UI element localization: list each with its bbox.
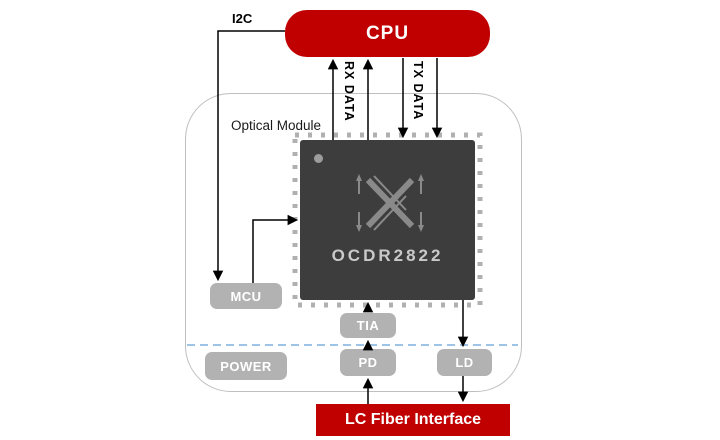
cpu-box: CPU <box>285 10 490 57</box>
power-label: POWER <box>220 358 272 374</box>
optical-module-container <box>185 93 522 392</box>
pd-box: PD <box>340 349 396 376</box>
mcu-box: MCU <box>210 283 282 309</box>
rx-data-label: RX DATA <box>342 61 356 122</box>
chip-logo-icon <box>356 174 424 232</box>
power-box: POWER <box>205 352 287 380</box>
ld-box: LD <box>437 349 492 376</box>
optical-module-label: Optical Module <box>231 118 322 133</box>
chip: OCDR2822 <box>300 140 475 300</box>
chip-pin1-dot <box>314 154 323 163</box>
pd-label: PD <box>358 355 378 370</box>
cpu-label: CPU <box>365 22 410 44</box>
tx-data-label: TX DATA <box>411 61 425 121</box>
tia-box: TIA <box>340 313 396 338</box>
i2c-label: I2C <box>232 11 253 26</box>
lc-fiber-interface-box: LC Fiber Interface <box>316 404 510 436</box>
lc-fiber-interface-label: LC Fiber Interface <box>344 411 482 428</box>
tia-label: TIA <box>356 318 380 333</box>
ld-label: LD <box>455 355 474 370</box>
mcu-label: MCU <box>230 288 262 304</box>
chip-part-number: OCDR2822 <box>331 246 444 265</box>
